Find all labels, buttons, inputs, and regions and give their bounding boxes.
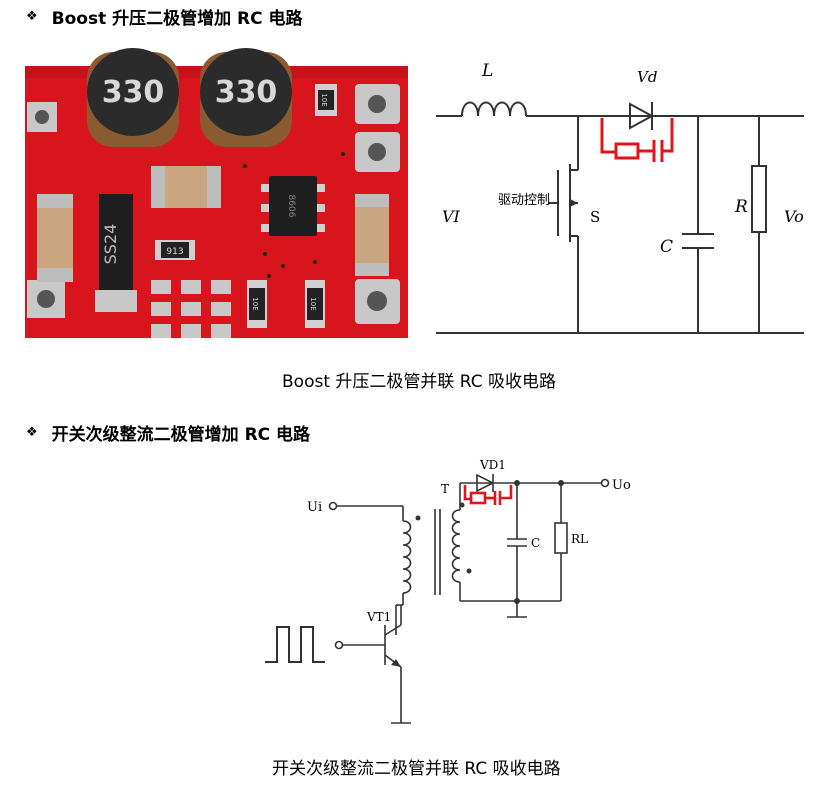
resistor-913: 913	[155, 240, 195, 260]
diode-marking: SS24	[101, 224, 120, 265]
section1-title: Boost 升压二极管增加 RC 电路	[51, 9, 303, 29]
pad-left-top	[27, 102, 57, 132]
transistor-label: VT1	[366, 610, 391, 624]
emitter-arrow-icon	[391, 659, 401, 667]
inductor-symbol	[461, 101, 527, 117]
pad-right-2	[355, 132, 400, 172]
switch-label: S	[590, 208, 600, 226]
diode-label: Vd	[637, 68, 657, 86]
resistor-label: R	[734, 197, 748, 217]
caption-1: Boost 升压二极管并联 RC 吸收电路	[282, 372, 557, 392]
input-label: VI	[442, 207, 461, 226]
capacitor-right	[355, 194, 389, 276]
r1-marking: 10E	[320, 93, 328, 106]
diode-label: VD1	[479, 458, 506, 472]
inductor-right: 330	[200, 48, 292, 147]
caption-2: 开关次级整流二极管并联 RC 吸收电路	[272, 759, 561, 779]
section2-heading: ❖ 开关次级整流二极管增加 RC 电路	[26, 420, 310, 445]
primary-winding	[402, 520, 412, 594]
boost-board-photo: 330 330 10E	[25, 44, 408, 345]
resistor-r2: 10E	[247, 280, 267, 328]
pad-right-3	[355, 279, 400, 324]
flyback-schematic: VD1 T Ui Uo C RL VT1	[265, 458, 631, 724]
drive-label: 驱动控制	[498, 193, 550, 208]
square-wave-icon	[265, 626, 325, 663]
boost-schematic: L Vd 驱动控制 S VI C R Vo	[436, 61, 804, 334]
resistor-symbol	[751, 165, 767, 233]
capacitor-top	[151, 166, 221, 208]
pad-grid	[151, 280, 231, 338]
resistor-r1: 10E	[315, 84, 337, 116]
ic-chip: 8606	[261, 176, 325, 236]
polarity-dot-primary	[415, 515, 421, 521]
resistor-913-marking: 913	[166, 247, 183, 257]
diode-vd1-symbol	[476, 473, 501, 493]
transformer-label: T	[441, 482, 449, 496]
load-label: RL	[571, 532, 588, 546]
output-terminal	[600, 478, 610, 488]
output-label: Vo	[784, 207, 804, 226]
r2-marking: 10E	[251, 297, 259, 310]
input-label: Ui	[307, 500, 322, 515]
boost-board-drawing: 330 330 10E	[25, 48, 408, 338]
diode-ss24: SS24	[95, 194, 137, 312]
pad-left-bottom	[27, 280, 65, 318]
snubber-rc-red	[600, 118, 674, 162]
bullet-icon: ❖	[26, 9, 38, 24]
section2-title: 开关次级整流二极管增加 RC 电路	[51, 425, 311, 445]
section1-heading: ❖ Boost 升压二极管增加 RC 电路	[26, 4, 303, 29]
ic-marking: 8606	[286, 195, 296, 218]
inductor-right-marking: 330	[215, 75, 278, 110]
capacitor-label: C	[660, 237, 673, 257]
polarity-dot-secondary	[466, 568, 472, 574]
diode-symbol	[629, 102, 655, 130]
base-terminal	[334, 640, 344, 650]
inductor-left: 330	[87, 48, 179, 147]
inductor-label: L	[481, 61, 493, 81]
output-label: Uo	[612, 478, 631, 493]
snubber-rc-red	[463, 485, 513, 505]
resistor-r3: 10E	[305, 280, 325, 328]
capacitor-left	[37, 194, 73, 282]
capacitor-label: C	[531, 536, 540, 550]
input-terminal	[328, 501, 338, 511]
vias	[243, 152, 345, 278]
r3-marking: 10E	[309, 297, 317, 310]
bullet-icon: ❖	[26, 425, 38, 440]
pad-right-1	[355, 84, 400, 124]
load-resistor-symbol	[554, 522, 568, 554]
inductor-left-marking: 330	[102, 75, 165, 110]
secondary-winding	[451, 509, 461, 583]
switch-arrow-icon	[570, 199, 578, 207]
